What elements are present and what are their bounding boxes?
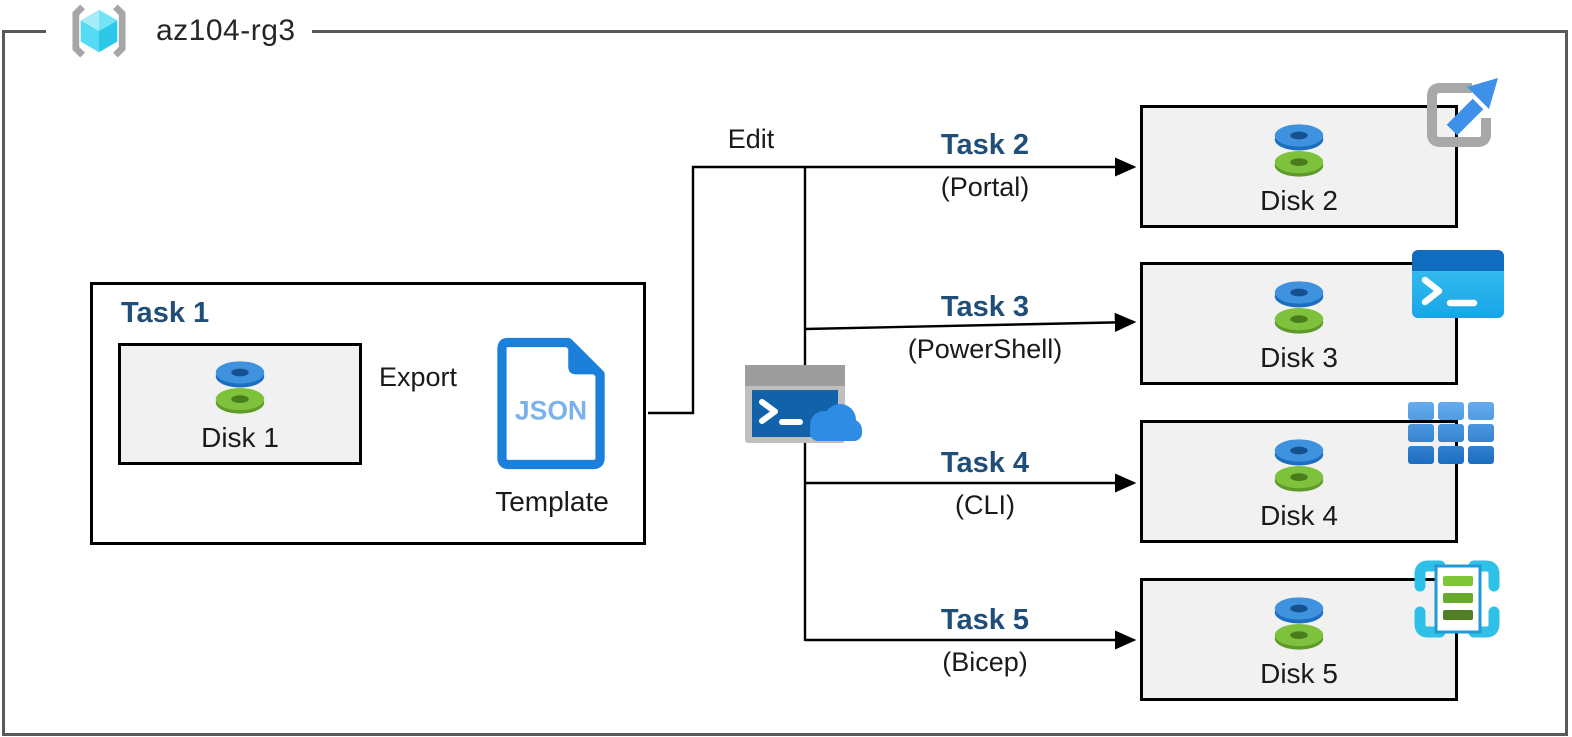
portal-icon: [1427, 78, 1498, 147]
bicep-icon: [1414, 560, 1500, 638]
task4-method: (CLI): [955, 490, 1015, 520]
task5-method: (Bicep): [942, 647, 1028, 677]
task2-label-group: Task 2 (Portal): [875, 128, 1095, 203]
cli-icon: [1408, 402, 1494, 464]
resource-group-name: az104-rg3: [156, 14, 296, 47]
disk-icon: [1274, 438, 1324, 492]
task4-label-group: Task 4 (CLI): [875, 446, 1095, 521]
export-label: Export: [378, 362, 458, 392]
json-template: JSON: [494, 337, 608, 475]
cloud-shell-icon: [745, 365, 862, 443]
disk1-card: Disk 1: [118, 343, 362, 465]
task3-title: Task 3: [940, 291, 1030, 323]
disk2-label: Disk 2: [1260, 184, 1338, 216]
disk3-label: Disk 3: [1260, 341, 1338, 373]
edit-label: Edit: [727, 124, 775, 154]
powershell-icon: [1412, 250, 1504, 318]
task5-label-group: Task 5 (Bicep): [875, 603, 1095, 678]
disk4-card: Disk 4: [1140, 420, 1458, 543]
json-file-text: JSON: [515, 395, 587, 425]
disk-icon: [1274, 123, 1324, 177]
disk-icon: [215, 361, 265, 414]
task4-title: Task 4: [940, 447, 1030, 479]
task5-title: Task 5: [940, 604, 1030, 636]
task3-method: (PowerShell): [907, 334, 1063, 364]
json-file-icon: JSON: [497, 337, 605, 470]
disk5-card: Disk 5: [1140, 578, 1458, 701]
task2-title: Task 2: [940, 129, 1030, 161]
resource-group-icon: [72, 4, 126, 58]
resource-group-header: az104-rg3: [46, 0, 312, 62]
template-label: Template: [495, 486, 609, 517]
disk-icon: [1274, 596, 1324, 650]
task2-method: (Portal): [940, 172, 1030, 202]
task1-title: Task 1: [121, 297, 210, 329]
disk-icon: [1274, 280, 1324, 334]
disk3-card: Disk 3: [1140, 262, 1458, 385]
disk5-label: Disk 5: [1260, 657, 1338, 689]
disk4-label: Disk 4: [1260, 499, 1338, 531]
disk2-card: Disk 2: [1140, 105, 1458, 228]
disk1-label: Disk 1: [201, 422, 279, 453]
task3-label-group: Task 3 (PowerShell): [875, 290, 1095, 365]
